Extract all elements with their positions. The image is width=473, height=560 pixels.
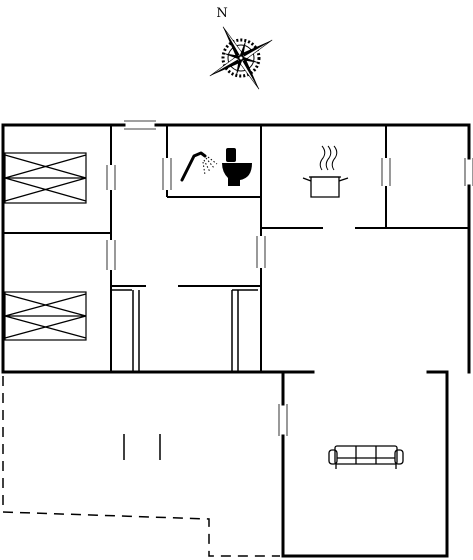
- terrace-outline: [2, 376, 280, 557]
- compass-rose: N: [209, 6, 273, 90]
- compass-inner-ring: [227, 44, 255, 72]
- compass-north-label: N: [216, 6, 227, 21]
- compass-ring: [221, 38, 261, 78]
- sofa-icon: [328, 445, 404, 469]
- exterior-walls: [1, 123, 471, 558]
- closet-lines: [111, 289, 258, 372]
- toilet-icon: [222, 148, 252, 186]
- cooking-pot-icon: [302, 145, 349, 198]
- bed-icon: [4, 291, 87, 341]
- openings: [106, 120, 473, 436]
- shower-icon: [180, 151, 218, 182]
- bed-icon: [4, 152, 87, 204]
- interior-walls: [3, 125, 469, 372]
- terrace-posts: [123, 434, 161, 460]
